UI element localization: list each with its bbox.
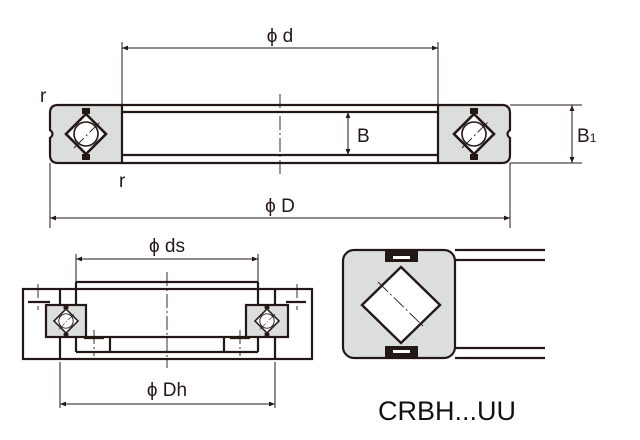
outer-width-label: B1	[577, 126, 597, 147]
model-label: CRBH...UU	[378, 396, 516, 426]
bore-diameter-label: ϕ d	[267, 26, 294, 47]
mounting-view: ϕ ds ϕ Dh	[21, 236, 314, 408]
inner-width-label: B	[357, 126, 370, 147]
housing-diameter-label: ϕ Dh	[147, 380, 187, 401]
shaft-diameter-label: ϕ ds	[149, 236, 185, 257]
enlarged-section-view	[341, 248, 545, 360]
top-section-view: ϕ d B B1 r r ϕ D	[40, 26, 597, 228]
outer-diameter-label: ϕ D	[265, 196, 295, 217]
fillet-label-top: r	[40, 86, 47, 107]
fillet-label-bottom: r	[119, 171, 126, 192]
